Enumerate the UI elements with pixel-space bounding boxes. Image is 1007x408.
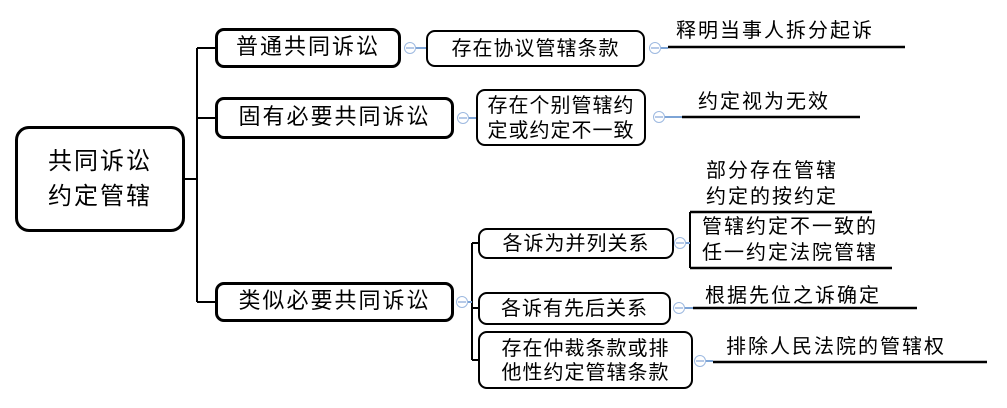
collapse-toggle[interactable] [674,237,686,249]
minus-icon [696,360,704,362]
subtopic-agreed-jurisdiction-clause[interactable]: 存在协议管辖条款 [426,30,645,67]
leaf-exclude-court-jurisdiction[interactable]: 排除人民法院的管辖权 [726,334,946,358]
leaf-split-lawsuit[interactable]: 释明当事人拆分起诉 [676,18,874,42]
minus-icon [675,307,683,309]
minus-icon [459,117,467,119]
subtopic-sequential-claims[interactable]: 各诉有先后关系 [478,292,671,325]
subtopic-arbitration-or-exclusive-clause[interactable]: 存在仲裁条款或排 他性约定管辖条款 [478,331,693,389]
root-topic[interactable]: 共同诉讼 约定管辖 [15,126,185,232]
collapse-toggle[interactable] [673,302,685,314]
subtopic-parallel-claims[interactable]: 各诉为并列关系 [478,228,674,259]
collapse-toggle[interactable] [404,42,416,54]
leaf-partial-agreement-follow[interactable]: 部分存在管辖 约定的按约定 [706,158,838,208]
collapse-toggle[interactable] [694,355,706,367]
minus-icon [655,116,663,118]
leaf-inconsistent-any-court[interactable]: 管辖约定不一致的 任一约定法院管辖 [702,214,878,264]
collapse-toggle[interactable] [456,296,468,308]
collapse-toggle[interactable] [653,111,665,123]
leaf-agreement-invalid[interactable]: 约定视为无效 [698,89,830,113]
leaf-determined-by-prior-claim[interactable]: 根据先位之诉确定 [705,283,881,307]
minus-icon [458,301,466,303]
minus-icon [676,242,684,244]
subtopic-individual-or-inconsistent-agreement[interactable]: 存在个别管辖约 定或约定不一致 [476,89,646,146]
collapse-toggle[interactable] [457,112,469,124]
main-topic-quasi-necessary-joint-litigation[interactable]: 类似必要共同诉讼 [215,282,454,322]
minus-icon [651,47,659,49]
collapse-toggle[interactable] [649,42,661,54]
minus-icon [406,47,414,49]
main-topic-ordinary-joint-litigation[interactable]: 普通共同诉讼 [215,28,401,68]
main-topic-inherent-necessary-joint-litigation[interactable]: 固有必要共同诉讼 [215,97,454,139]
